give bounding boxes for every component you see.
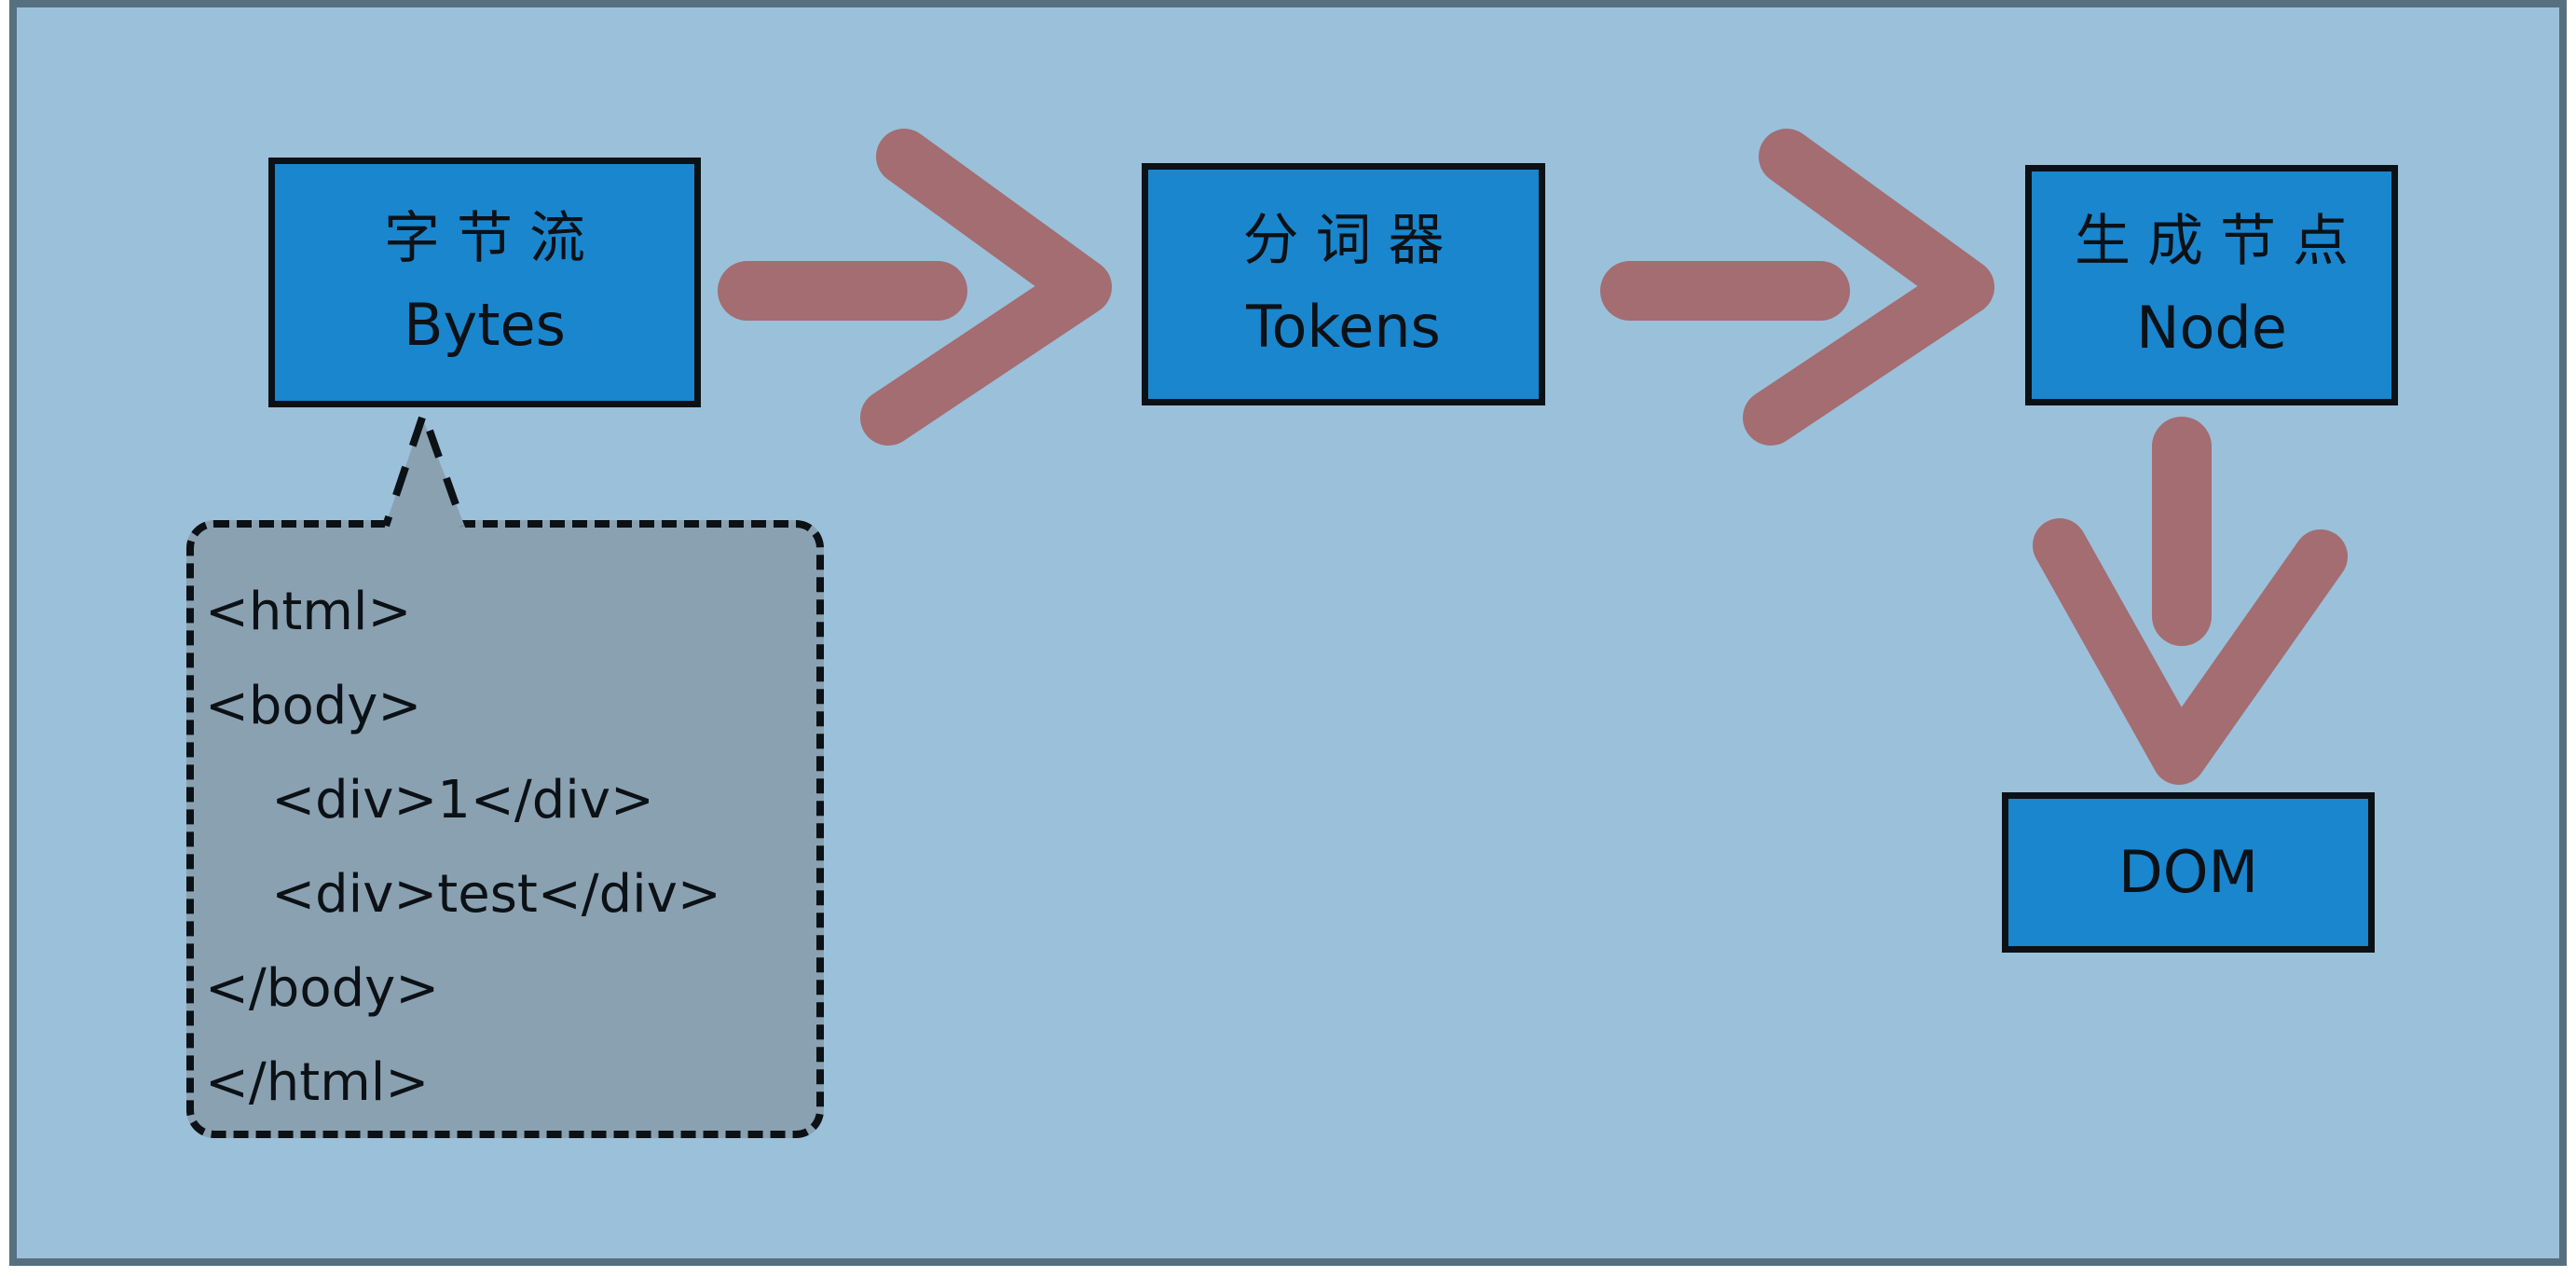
- code-line: </html>: [205, 1052, 430, 1113]
- code-line: <div>1</div>: [205, 770, 654, 831]
- code-line: </body>: [205, 958, 440, 1019]
- code-line: <html>: [205, 582, 412, 642]
- code-line: <div>test</div>: [205, 864, 721, 925]
- tokenizer-label-en: Tokens: [1246, 292, 1441, 361]
- code-line: <body>: [205, 676, 422, 736]
- box-byte-stream: 字节流 Bytes: [268, 158, 701, 407]
- brush-arrow-right-icon: [718, 129, 1112, 446]
- dom-label: DOM: [2117, 837, 2259, 906]
- byte-stream-label-en: Bytes: [404, 290, 566, 359]
- speech-bubble-pointer: [382, 416, 467, 529]
- brush-arrow-right-icon: [1600, 129, 1994, 446]
- box-generate-node: 生成节点 Node: [2025, 165, 2398, 405]
- generate-node-label-en: Node: [2136, 293, 2287, 362]
- generate-node-label-zh: 生成节点: [2075, 208, 2365, 274]
- box-dom: DOM: [2002, 792, 2375, 953]
- html-source-bubble: <html> <body> <div>1</div> <div>test</di…: [186, 520, 824, 1138]
- tokenizer-label-zh: 分词器: [1242, 207, 1461, 273]
- box-tokenizer: 分词器 Tokens: [1142, 163, 1545, 405]
- byte-stream-label-zh: 字节流: [384, 205, 602, 271]
- brush-arrow-down-icon: [2033, 417, 2348, 785]
